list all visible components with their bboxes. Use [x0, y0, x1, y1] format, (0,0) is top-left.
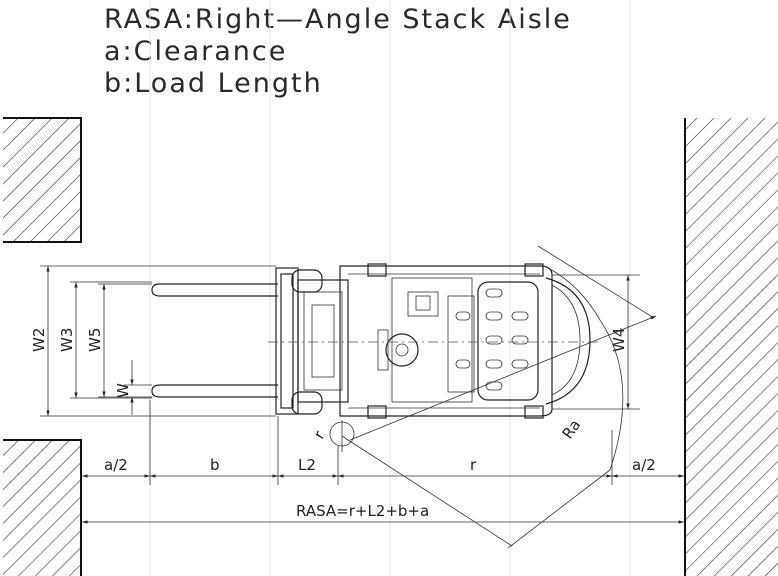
length-dimensions — [82, 400, 684, 524]
label-b: b — [210, 456, 220, 474]
label-w: W — [114, 383, 132, 398]
w4-dimension — [552, 274, 640, 410]
label-ra: Ra — [559, 416, 585, 442]
legend: RASA:Right—Angle Stack Aisle a:Clearance… — [104, 4, 572, 100]
label-w5: W5 — [86, 328, 104, 352]
label-w3: W3 — [58, 328, 76, 352]
turning-radius — [329, 245, 657, 549]
label-w4: W4 — [610, 328, 628, 352]
background-grid — [149, 0, 631, 576]
label-a-half-right: a/2 — [632, 456, 656, 474]
wall-right — [684, 118, 778, 576]
label-rasa-formula: RASA=r+L2+b+a — [296, 502, 429, 520]
mast-carriage — [275, 267, 349, 415]
truck-body — [268, 263, 600, 419]
width-dimensions — [40, 265, 276, 417]
label-r: r — [470, 456, 477, 474]
forks — [151, 283, 278, 398]
wall-top-left — [3, 117, 82, 243]
legend-load-length: b:Load Length — [104, 68, 323, 99]
label-r-small: r — [310, 427, 329, 442]
label-w2: W2 — [30, 328, 48, 352]
label-l2: L2 — [298, 456, 316, 474]
label-a-half-left: a/2 — [104, 456, 128, 474]
legend-clearance: a:Clearance — [104, 36, 288, 67]
legend-title: RASA:Right—Angle Stack Aisle — [104, 4, 572, 35]
wall-bottom-left — [3, 439, 82, 576]
